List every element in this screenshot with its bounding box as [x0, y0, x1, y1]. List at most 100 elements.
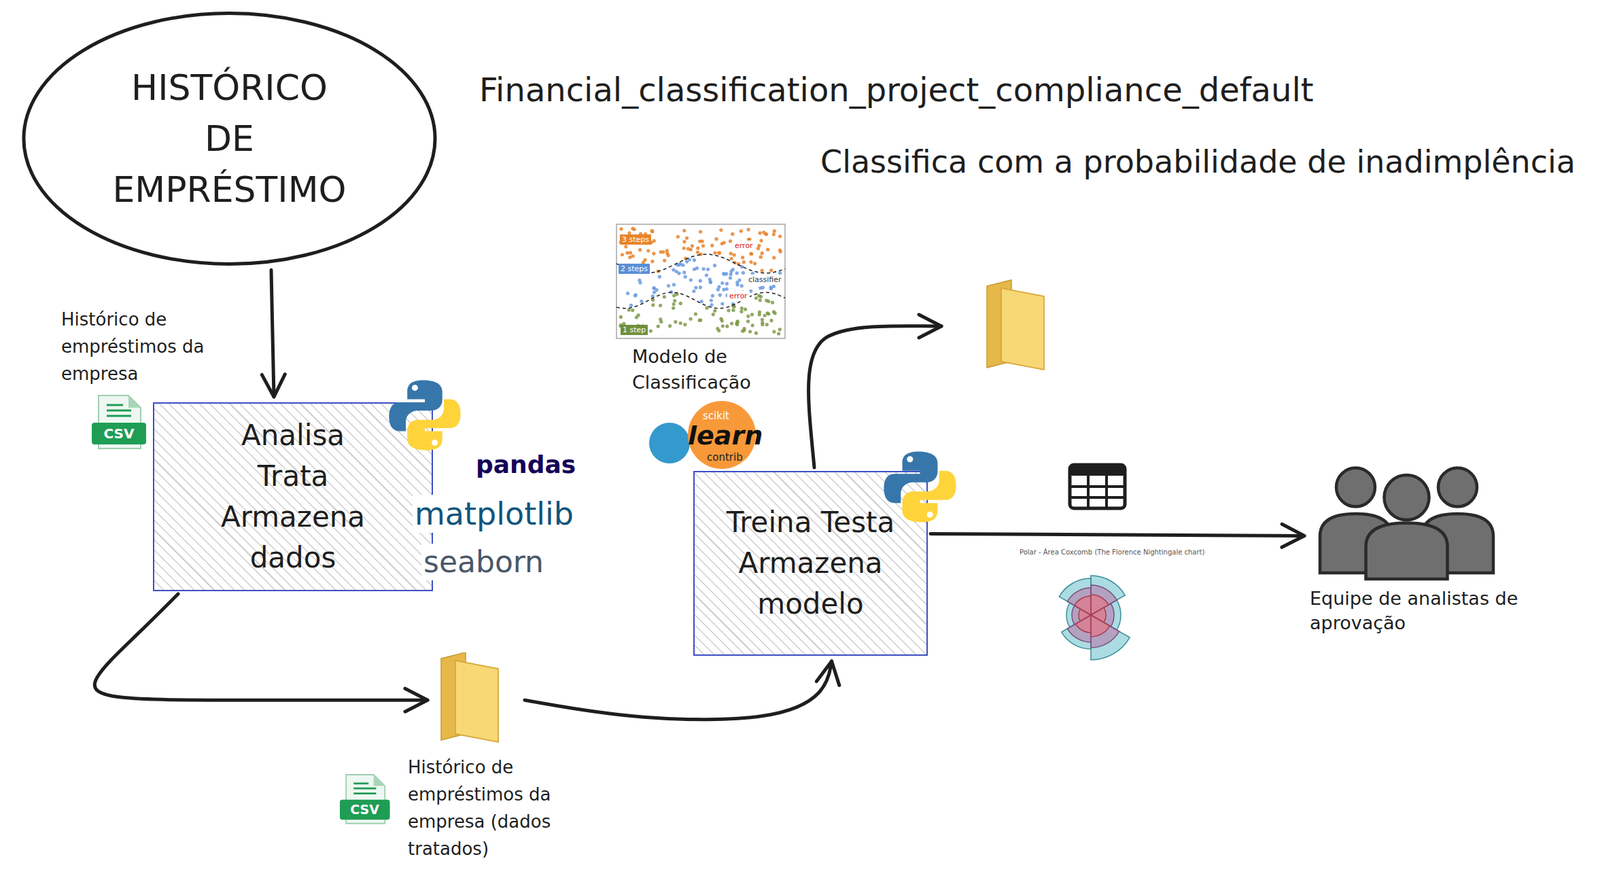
- data-point: [674, 269, 679, 274]
- folder-icon: [986, 280, 1045, 370]
- logo-text: scikit: [702, 409, 730, 423]
- logo-text: contrib: [706, 451, 743, 464]
- data-point: [749, 260, 753, 264]
- data-point: [633, 293, 637, 298]
- data-point: [729, 252, 733, 256]
- data-point: [719, 317, 723, 321]
- data-point: [778, 327, 782, 332]
- file-badge: CSV: [91, 422, 147, 445]
- data-point: [753, 261, 757, 266]
- node-text: HISTÓRICO DE EMPRÉSTIMO: [107, 62, 353, 216]
- data-point: [676, 235, 680, 239]
- data-point: [688, 317, 692, 321]
- data-point: [672, 293, 676, 298]
- data-point: [770, 301, 775, 305]
- data-point: [685, 236, 689, 240]
- data-point: [758, 298, 762, 302]
- data-point: [679, 301, 683, 306]
- node-text: Histórico de empréstimos da empresa (dad…: [407, 753, 599, 863]
- data-point: [625, 291, 630, 295]
- data-point: [712, 251, 717, 255]
- data-point: [769, 286, 773, 291]
- python-logo: [388, 379, 461, 450]
- data-point: [623, 244, 628, 249]
- flow-arrow: [271, 269, 274, 397]
- data-point: [698, 285, 703, 289]
- people-icon: [1309, 458, 1504, 582]
- data-point: [672, 299, 677, 303]
- polar-chart: [1058, 575, 1130, 660]
- data-point: [739, 229, 743, 233]
- node-text: Equipe de analistas de aprovação: [1309, 586, 1528, 636]
- data-point: [751, 323, 755, 327]
- data-point: [631, 254, 635, 258]
- person-body: [1366, 523, 1448, 580]
- data-point: [722, 272, 726, 276]
- data-point: [717, 250, 722, 255]
- data-point: [696, 246, 700, 251]
- ellipse-shape: [23, 13, 436, 265]
- data-point: [711, 312, 716, 317]
- data-point: [758, 231, 762, 235]
- data-point: [758, 286, 762, 290]
- data-point: [772, 256, 776, 260]
- source-ellipse: HISTÓRICO DE EMPRÉSTIMO: [20, 10, 439, 268]
- data-point: [637, 278, 641, 283]
- data-point: [650, 229, 654, 233]
- data-point: [746, 314, 750, 319]
- data-point: [673, 320, 677, 324]
- error-note: error: [727, 290, 750, 302]
- data-point: [763, 314, 767, 318]
- data-point: [662, 294, 667, 299]
- data-point: [666, 284, 671, 288]
- data-point: [651, 286, 656, 290]
- data-point: [743, 307, 747, 312]
- data-point: [740, 284, 744, 288]
- data-point: [668, 324, 672, 328]
- data-point: [710, 294, 715, 298]
- data-point: [769, 318, 773, 323]
- text-holder: Analisa Trata Armazena dados: [154, 403, 432, 590]
- data-point: [698, 318, 702, 323]
- text-holder: Histórico de empréstimos da empresa (dad…: [407, 753, 599, 863]
- data-point: [720, 301, 724, 306]
- data-point: [690, 244, 694, 248]
- data-point: [625, 251, 629, 255]
- data-point: [760, 251, 764, 255]
- data-point: [698, 252, 703, 257]
- data-point: [735, 322, 739, 327]
- class-tag: 1 step: [620, 324, 648, 336]
- diagram-title: Financial_classification_project_complia…: [479, 67, 1314, 112]
- python-logo: [883, 451, 956, 523]
- data-point: [658, 303, 663, 308]
- data-point: [776, 331, 781, 336]
- people-node: Equipe de analistas de aprovação: [1309, 458, 1504, 582]
- data-point: [691, 289, 696, 293]
- data-point: [778, 248, 782, 252]
- data-point: [701, 244, 705, 248]
- data-point: [702, 267, 706, 271]
- library-logo: seaborn: [421, 543, 546, 581]
- data-point: [685, 259, 689, 264]
- data-point: [740, 306, 744, 310]
- folder-icon: [432, 652, 505, 745]
- data-point: [746, 319, 750, 323]
- data-point: [729, 256, 734, 261]
- data-point: [666, 253, 671, 257]
- data-point: [698, 230, 703, 234]
- data-point: [671, 306, 675, 310]
- data-point: [725, 324, 729, 329]
- data-point: [650, 259, 654, 264]
- data-point: [714, 237, 718, 241]
- data-point: [728, 239, 733, 243]
- data-point: [693, 311, 698, 316]
- text-holder: Equipe de analistas de aprovação: [1309, 586, 1528, 636]
- data-point: [639, 299, 643, 304]
- data-point: [721, 324, 725, 328]
- data-point: [754, 296, 758, 300]
- class-tag: 2 steps: [618, 263, 650, 274]
- data-point: [778, 234, 782, 238]
- data-point: [731, 267, 735, 272]
- process-box: Analisa Trata Armazena dados: [152, 402, 433, 592]
